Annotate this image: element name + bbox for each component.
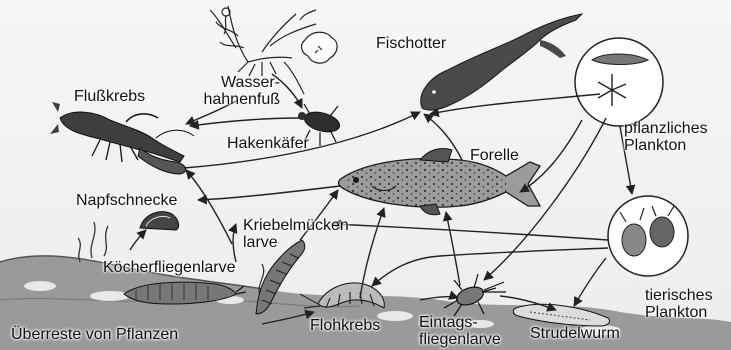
label-ueberreste-von-pflanzen: Überreste von Pflanzen	[11, 326, 178, 343]
tierisches-plankton-illustration	[608, 196, 688, 276]
label-eintagsfliegenlarve-line1: Eintags-	[419, 314, 501, 331]
label-kriebelmueckenlarve-line2: larve	[243, 234, 349, 251]
label-wasserhahnenfuss-line2: hahnenfuß	[190, 91, 280, 108]
label-eintagsfliegenlarve: Eintags- fliegenlarve	[419, 314, 501, 348]
label-pflanzliches-plankton-line2: Plankton	[624, 137, 708, 154]
label-forelle: Forelle	[470, 147, 519, 164]
napfschnecke-illustration	[140, 212, 179, 230]
label-tierisches-plankton: tierisches Plankton	[645, 287, 713, 321]
label-fischotter: Fischotter	[376, 35, 446, 52]
label-kriebelmueckenlarve-line1: Kriebelmücken	[243, 217, 349, 234]
label-flusskrebs: Flußkrebs	[74, 88, 145, 105]
label-wasserhahnenfuss: Wasser- hahnenfuß	[190, 74, 280, 108]
label-eintagsfliegenlarve-line2: fliegenlarve	[419, 331, 501, 348]
label-kriebelmueckenlarve: Kriebelmücken larve	[243, 217, 349, 251]
fischotter-illustration	[421, 14, 582, 110]
pflanzliches-plankton-illustration	[575, 38, 663, 126]
flusskrebs-illustration	[50, 102, 194, 174]
label-flohkrebs: Flohkrebs	[310, 317, 380, 334]
label-koecherfliegenlarve: Köcherfliegenlarve	[103, 259, 236, 276]
label-strudelwurm: Strudelwurm	[530, 325, 620, 342]
label-napfschnecke: Napfschnecke	[76, 192, 177, 209]
label-pflanzliches-plankton-line1: pflanzliches	[624, 120, 708, 137]
label-pflanzliches-plankton: pflanzliches Plankton	[624, 120, 708, 154]
label-tierisches-plankton-line2: Plankton	[645, 304, 713, 321]
label-tierisches-plankton-line1: tierisches	[645, 287, 713, 304]
label-hakenkaefer: Hakenkäfer	[227, 135, 309, 152]
label-wasserhahnenfuss-line1: Wasser-	[190, 74, 280, 91]
